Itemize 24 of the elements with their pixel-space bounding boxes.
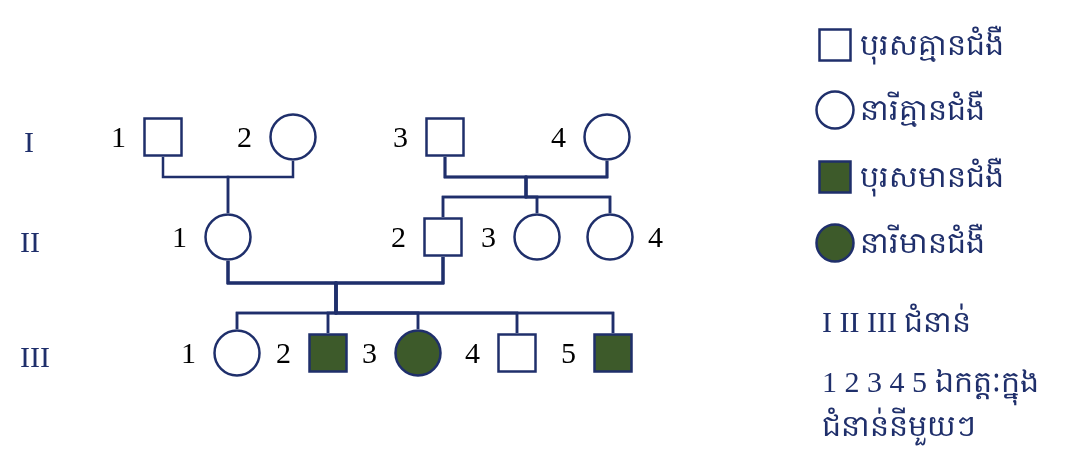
legend-note: I II III ជំនាន់ bbox=[822, 302, 972, 340]
individual-number: 1 bbox=[172, 222, 187, 252]
legend-note: 1 2 3 4 5 ឯកត្តៈក្នុងជំនាន់នីមួយៗ bbox=[822, 360, 1084, 447]
individual-number: 4 bbox=[648, 222, 663, 252]
individual-number: 2 bbox=[276, 338, 291, 368]
legend-text: នារីគ្មានជំងឺ bbox=[860, 88, 985, 132]
individual-number: 4 bbox=[551, 122, 566, 152]
individual-number: 1 bbox=[111, 122, 126, 152]
individual-number: 3 bbox=[481, 222, 496, 252]
pedigree-line bbox=[226, 161, 295, 213]
legend-text: បុរសមានជំងឺ bbox=[860, 155, 1004, 199]
individual-number: 3 bbox=[393, 122, 408, 152]
legend-text: បុរសគ្មានជំងឺ bbox=[860, 23, 1004, 67]
generation-label: II bbox=[20, 224, 40, 260]
pedigree-line bbox=[334, 257, 615, 333]
generation-label: I bbox=[24, 124, 34, 160]
individual-number: 1 bbox=[181, 338, 196, 368]
legend-text: នារីមានជំងឺ bbox=[860, 221, 985, 265]
individual-number: 3 bbox=[362, 338, 377, 368]
individual-number: 2 bbox=[237, 122, 252, 152]
generation-label: III bbox=[20, 339, 50, 375]
individual-number: 5 bbox=[561, 338, 576, 368]
individual-number: 2 bbox=[391, 222, 406, 252]
individual-number: 4 bbox=[465, 338, 480, 368]
